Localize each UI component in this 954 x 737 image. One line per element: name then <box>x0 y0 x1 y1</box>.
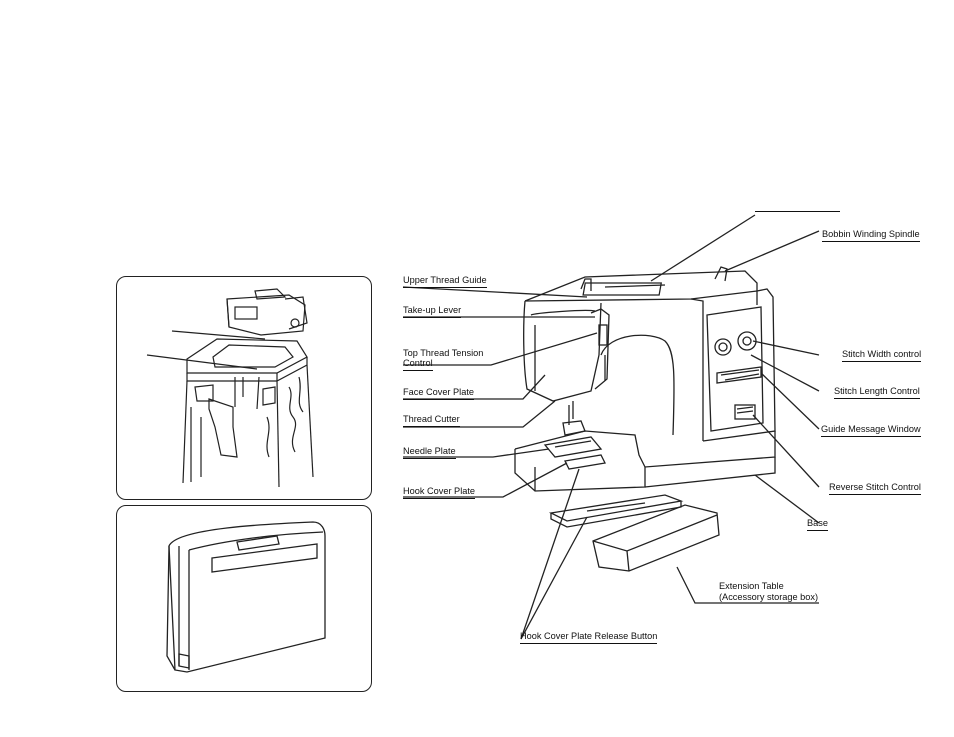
label-hook-cover-plate: Hook Cover Plate <box>403 486 476 499</box>
label-base: Base <box>807 518 828 531</box>
label-upper-thread-guide: Upper Thread Guide <box>403 275 487 288</box>
label-needle-plate: Needle Plate <box>403 446 456 459</box>
label-extension-table-line2: (Accessory storage box) <box>719 592 819 602</box>
label-top-thread-tension-line1: Top Thread Tension <box>403 348 484 358</box>
label-thread-cutter: Thread Cutter <box>403 414 460 427</box>
label-hook-cover-plate-release-button: Hook Cover Plate Release Button <box>520 631 658 644</box>
label-stitch-width-control: Stitch Width control <box>842 349 922 362</box>
cabinet-mounting-drawing <box>146 288 314 488</box>
carrying-case-drawing <box>166 521 326 673</box>
cabinet-mounting-illustration <box>116 276 372 500</box>
label-guide-message-window: Guide Message Window <box>821 424 921 437</box>
sewing-machine-drawing <box>402 214 820 640</box>
label-top-thread-tension-line2: Control <box>403 358 433 371</box>
label-reverse-stitch-control: Reverse Stitch Control <box>829 482 921 495</box>
carrying-case-illustration <box>116 505 372 692</box>
label-stitch-length-control: Stitch Length Control <box>834 386 920 399</box>
label-bobbin-winding-spindle: Bobbin Winding Spindle <box>822 229 920 242</box>
label-extension-table-line1: Extension Table <box>719 581 784 591</box>
label-take-up-lever: Take-up Lever <box>403 305 462 318</box>
top-callout-line <box>755 200 840 212</box>
label-face-cover-plate: Face Cover Plate <box>403 387 474 400</box>
